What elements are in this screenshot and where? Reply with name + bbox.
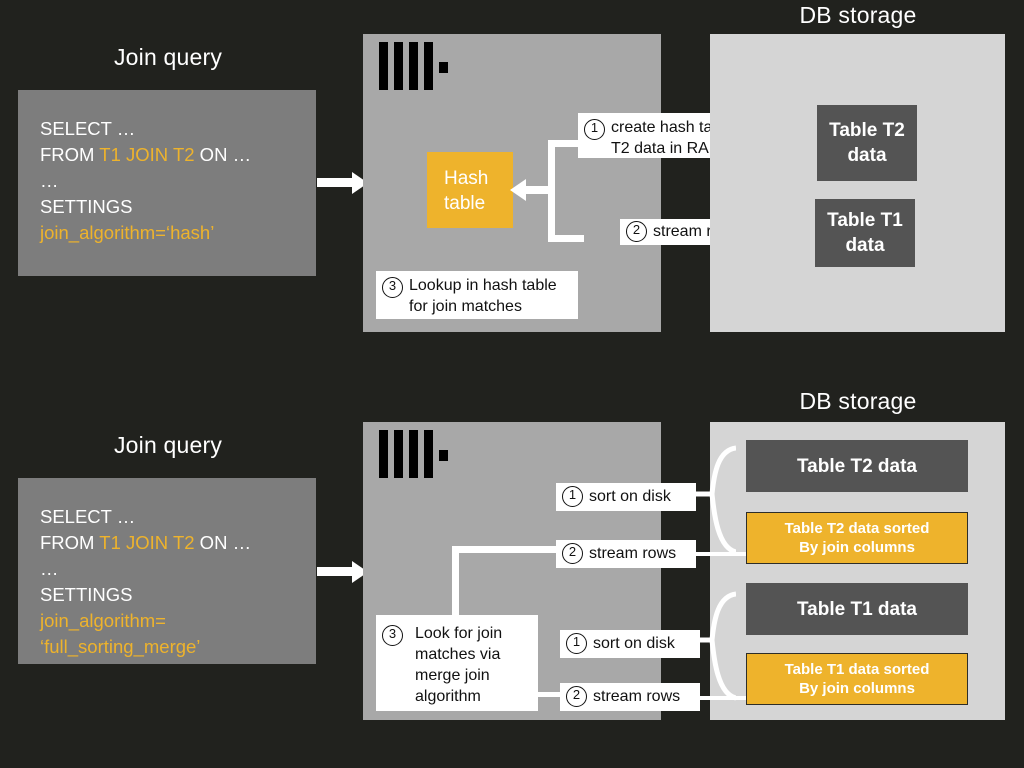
- clickhouse-logo-bar-4: [424, 42, 433, 90]
- top-query-from-keyword: FROM: [40, 144, 100, 165]
- bottom-join-query-heading: Join query: [113, 432, 223, 458]
- top-step-3-line-1: Lookup in hash table: [409, 277, 557, 294]
- bottom-brace-t2: [690, 440, 736, 560]
- bottom-step-3-number: 3: [382, 625, 403, 646]
- bottom-table-t2-chip: Table T2 data: [746, 440, 968, 492]
- bottom-table-t2-label: Table T2 data: [796, 455, 917, 477]
- bottom-step-1-t1-text: sort on disk: [593, 635, 675, 652]
- bottom-query-line-2: FROM T1 JOIN T2 ON …: [40, 530, 294, 556]
- clickhouse-logo-dot: [439, 62, 448, 73]
- clickhouse-logo-bottom-bar-2: [394, 430, 403, 478]
- bottom-step-3-text: Look for join matches via merge join alg…: [409, 623, 531, 707]
- bottom-step-2-t2-text: stream rows: [589, 545, 677, 562]
- top-connector-to-hash-arrowhead: [510, 179, 526, 201]
- bottom-query-line-6: ‘full_sorting_merge’: [40, 636, 201, 657]
- bottom-table-t1-sorted-line-1: Table T1 data sorted: [784, 661, 930, 678]
- clickhouse-logo-bar-2: [394, 42, 403, 90]
- bottom-table-t1-chip: Table T1 data: [746, 583, 968, 635]
- bottom-step-1-t2-callout: 1 sort on disk: [556, 483, 696, 511]
- top-connector-step2-stub: [548, 235, 584, 242]
- hash-table-label-line-1: Hash: [444, 168, 489, 189]
- top-step-3-text: Lookup in hash table for join matches: [409, 275, 571, 317]
- top-connector-step1-stub: [548, 140, 584, 147]
- top-step-1-number: 1: [584, 119, 605, 140]
- bottom-table-t1-label: Table T1 data: [796, 598, 917, 620]
- top-table-t2-line-1: Table T2: [829, 120, 905, 141]
- bottom-step-1-t2-number: 1: [562, 486, 583, 507]
- bottom-step-2-t1-number: 2: [566, 686, 587, 707]
- clickhouse-logo-icon: [379, 42, 455, 90]
- top-connector-vertical: [548, 140, 555, 242]
- bottom-table-t2-sorted-line-2: By join columns: [799, 539, 915, 556]
- top-query-line-1: SELECT …: [40, 118, 136, 139]
- bottom-step-1-t2-text: sort on disk: [589, 488, 671, 505]
- bottom-table-t1-sorted-chip: Table T1 data sorted By join columns: [746, 653, 968, 705]
- top-query-line-3: …: [40, 170, 60, 191]
- top-table-t1-line-1: Table T1: [827, 210, 903, 231]
- top-table-t2-line-2: data: [847, 145, 887, 166]
- bottom-step-1-t1-callout: 1 sort on disk: [560, 630, 700, 658]
- bottom-query-line-4: SETTINGS: [40, 584, 133, 605]
- bottom-step-3-line-1: Look for join: [415, 625, 503, 642]
- top-query-to-server-arrow-shaft: [317, 178, 355, 187]
- bottom-query-tables: T1 JOIN T2: [99, 532, 195, 553]
- bottom-connector-horizontal: [452, 546, 562, 553]
- top-query-tables: T1 JOIN T2: [99, 144, 195, 165]
- bottom-step-3-line-4: algorithm: [415, 688, 481, 705]
- bottom-query-box: SELECT … FROM T1 JOIN T2 ON … … SETTINGS…: [18, 478, 316, 664]
- clickhouse-logo-icon-bottom: [379, 430, 455, 478]
- top-step-2-number: 2: [626, 221, 647, 242]
- top-db-storage-heading: DB storage: [799, 2, 917, 28]
- top-step-3-number: 3: [382, 277, 403, 298]
- top-step-3-line-2: for join matches: [409, 298, 522, 315]
- clickhouse-logo-bottom-bar-4: [424, 430, 433, 478]
- hash-table-box: Hash table: [427, 152, 513, 228]
- bottom-db-storage-heading: DB storage: [799, 388, 917, 414]
- bottom-query-to-server-arrow-shaft: [317, 567, 355, 576]
- clickhouse-logo-bar-1: [379, 42, 388, 90]
- bottom-query-line-5: join_algorithm=: [40, 610, 166, 631]
- top-join-query-heading: Join query: [113, 44, 223, 70]
- bottom-step-2-t1-text: stream rows: [593, 688, 681, 705]
- top-connector-to-hash-shaft: [519, 186, 551, 194]
- clickhouse-logo-bottom-dot: [439, 450, 448, 461]
- top-step-3-callout: 3 Lookup in hash table for join matches: [376, 271, 578, 319]
- clickhouse-logo-bar-3: [409, 42, 418, 90]
- bottom-query-from-keyword: FROM: [40, 532, 100, 553]
- bottom-table-t2-sorted-line-1: Table T2 data sorted: [784, 520, 930, 537]
- top-step-1-line-2: T2 data in RAM: [611, 140, 723, 157]
- bottom-query-on-tail: ON …: [194, 532, 252, 553]
- top-query-on-tail: ON …: [194, 144, 252, 165]
- top-table-t1-chip: Table T1 data: [815, 199, 915, 267]
- bottom-step-2-t1-callout: 2 stream rows: [560, 683, 700, 711]
- bottom-step-3-callout: 3 Look for join matches via merge join a…: [376, 615, 538, 711]
- bottom-query-line-3: …: [40, 558, 60, 579]
- top-storage-panel: [710, 34, 1005, 332]
- bottom-step-2-t2-number: 2: [562, 543, 583, 564]
- top-query-box: SELECT … FROM T1 JOIN T2 ON … … SETTINGS…: [18, 90, 316, 276]
- top-query-line-5: join_algorithm=‘hash’: [40, 222, 215, 243]
- bottom-connector-vertical: [452, 546, 459, 628]
- hash-table-label-line-2: table: [444, 193, 486, 214]
- clickhouse-logo-bottom-bar-3: [409, 430, 418, 478]
- bottom-step2-t2-line: [690, 552, 748, 556]
- bottom-table-t1-sorted-line-2: By join columns: [799, 680, 915, 697]
- top-query-line-4: SETTINGS: [40, 196, 133, 217]
- bottom-step-3-line-3: merge join: [415, 667, 490, 684]
- clickhouse-logo-bottom-bar-1: [379, 430, 388, 478]
- bottom-step-3-line-2: matches via: [415, 646, 501, 663]
- bottom-step-1-t1-number: 1: [566, 633, 587, 654]
- top-query-line-2: FROM T1 JOIN T2 ON …: [40, 142, 294, 168]
- bottom-step-2-t2-callout: 2 stream rows: [556, 540, 696, 568]
- bottom-query-line-1: SELECT …: [40, 506, 136, 527]
- bottom-table-t2-sorted-chip: Table T2 data sorted By join columns: [746, 512, 968, 564]
- bottom-step2-t1-line: [690, 696, 748, 700]
- top-table-t2-chip: Table T2 data: [817, 105, 917, 181]
- bottom-merge-to-step2-line: [538, 692, 564, 697]
- top-table-t1-line-2: data: [845, 235, 885, 256]
